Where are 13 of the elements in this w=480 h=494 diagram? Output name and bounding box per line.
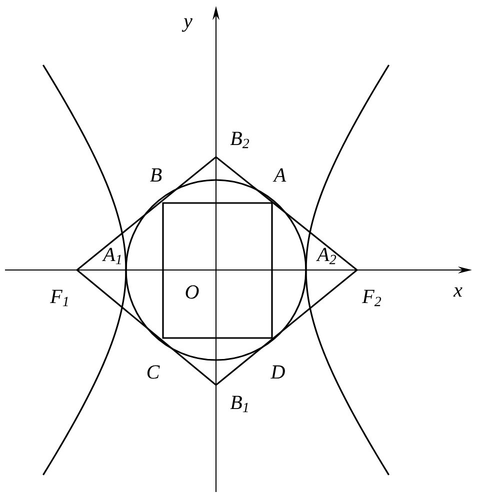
point-label: B$_{2}$ [230,132,250,148]
point-label: A$_{1}$ [102,248,121,264]
point-label: A [272,168,286,182]
point-label: A$_{2}$ [316,248,336,264]
point-label: O [186,285,199,299]
point-label: D [270,365,285,379]
point-label: B$_{1}$ [230,396,248,412]
point-label: B [150,168,162,182]
point-label: y [182,18,192,32]
point-label: x [453,287,462,297]
point-label: F$_{1}$ [50,290,68,306]
point-label: C [147,365,160,379]
point-label: F$_{2}$ [362,290,382,306]
